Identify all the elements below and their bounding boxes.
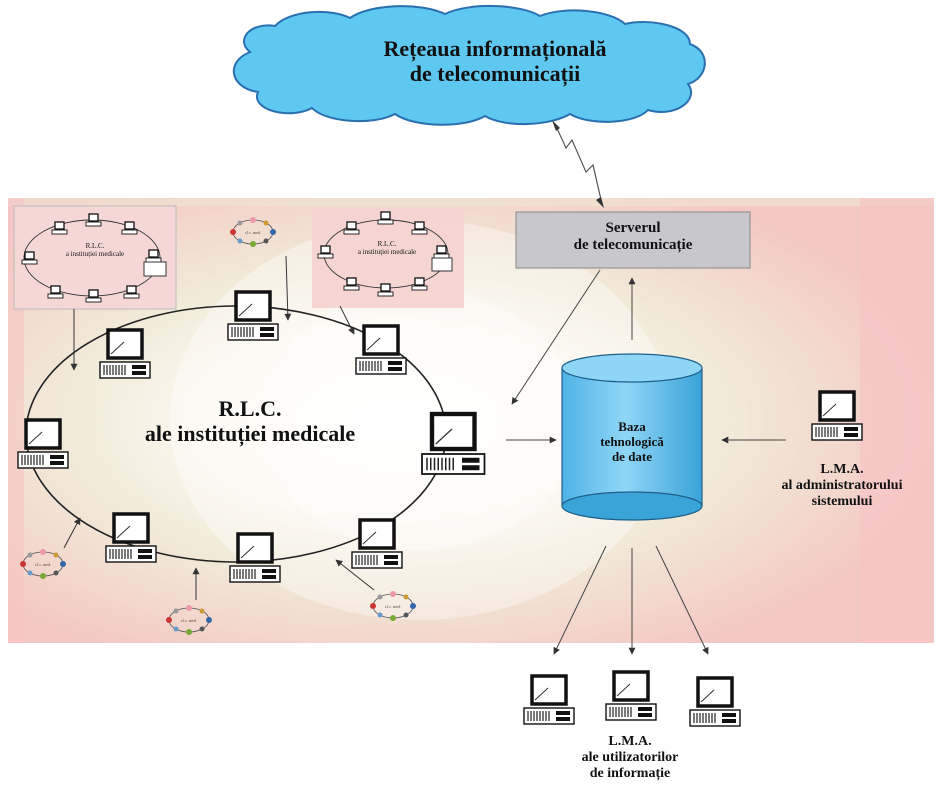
ring-computer-bottom (228, 532, 282, 584)
telecom-cloud (232, 4, 706, 126)
background-band (8, 198, 934, 643)
ring-computer-bottom-left (104, 512, 158, 564)
ring-computer-top-right (354, 324, 408, 376)
arrow-cluster-right (335, 559, 375, 591)
cloud-title: Rețeaua informațională de telecomunicați… (330, 36, 660, 87)
ring-computer-right-large (422, 414, 485, 474)
mini-network-center-title: R.L.C. a instituției medicale (342, 240, 432, 256)
admin-computer (810, 390, 864, 442)
mini-network-center-line1: R.L.C. (377, 240, 397, 248)
users-title-line2: ale utilizatorilor (581, 750, 679, 766)
arrow-server-to-ring (511, 269, 601, 405)
server-title-line2: de telecomunicație (573, 237, 693, 254)
ring-computer-left (16, 418, 70, 470)
database-title-line2: tehnologică (600, 433, 664, 449)
admin-title: L.M.A. al administratorului sistemului (752, 462, 932, 510)
ring-title-line2: ale instituției medicale (144, 421, 356, 447)
database-title-line1: Baza (618, 419, 646, 434)
ring-computer-bottom-right (350, 518, 404, 570)
arrow-mini-center (339, 305, 355, 335)
ring-title: R.L.C. ale instituției medicale (110, 396, 390, 447)
mini-network-left (13, 205, 177, 310)
admin-title-line2: al administratorului (781, 478, 903, 494)
mini-network-left-line1: R.L.C. (85, 242, 105, 250)
database-title-line3: de date (611, 448, 653, 464)
cloud-title-line1: Rețeaua informațională (383, 36, 607, 61)
telecom-server-box (515, 211, 751, 269)
mini-network-center (312, 208, 464, 308)
user-computer-1 (522, 674, 576, 726)
database-cylinder (561, 353, 703, 521)
mini-network-left-title: R.L.C. a instituției medicale (50, 242, 140, 258)
user-computer-2 (604, 670, 658, 722)
user-computer-3 (688, 676, 742, 728)
server-title-line1: Serverul (605, 220, 661, 236)
admin-title-line3: sistemului (811, 494, 873, 510)
server-title: Serverul de telecomunicație (516, 220, 750, 255)
users-title-line1: L.M.A. (608, 734, 652, 749)
mini-network-left-line2: a instituției medicale (65, 250, 125, 259)
arrow-cluster-top (284, 255, 292, 321)
users-title: L.M.A. ale utilizatorilor de informație (520, 734, 740, 782)
arrow-db-user-3 (655, 545, 709, 655)
database-title: Baza tehnologică de date (572, 419, 692, 465)
mini-network-center-line2: a instituției medicale (357, 248, 417, 257)
arrow-db-user-1 (553, 545, 607, 655)
arrow-cluster-left (63, 517, 81, 549)
cloud-server-link (554, 123, 603, 205)
ring-title-line1: R.L.C. (218, 396, 282, 421)
admin-title-line1: L.M.A. (820, 462, 864, 477)
ring-computer-top-left (98, 328, 152, 380)
ring-computer-top (226, 290, 280, 342)
cloud-title-line2: de telecomunicații (409, 61, 581, 87)
users-title-line3: de informație (589, 766, 671, 782)
